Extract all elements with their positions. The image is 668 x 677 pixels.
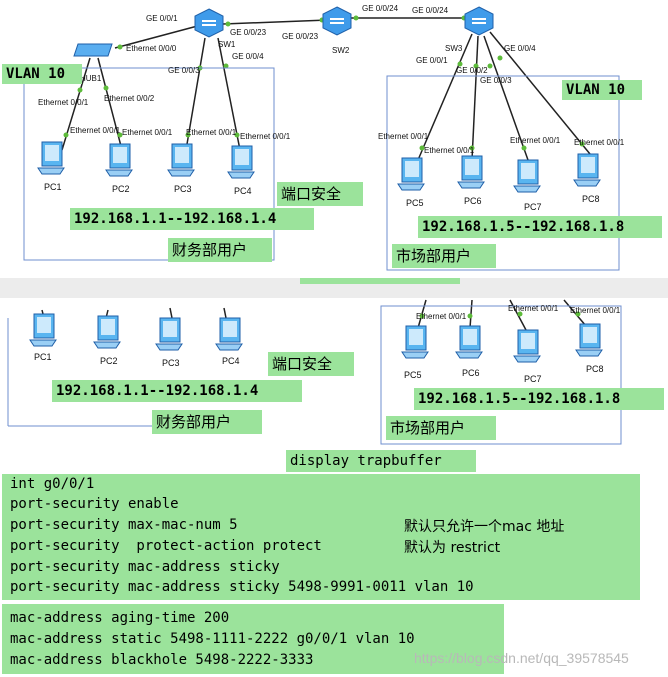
command-line: port-security mac-address sticky 5498-99…	[10, 579, 474, 595]
pc6-label: PC6	[462, 368, 480, 378]
command-title: display trapbuffer	[286, 450, 476, 472]
pc4-icon	[226, 144, 256, 180]
port-label: Ethernet 0/0/1	[416, 312, 467, 321]
port-label: Ethernet 0/0/1	[510, 136, 561, 145]
watermark: https://blog.csdn.net/qq_39578545	[414, 650, 629, 666]
port-label: GE 0/0/1	[416, 56, 448, 65]
port-label: Ethernet 0/0/2	[104, 94, 155, 103]
command-line: mac-address blackhole 5498-2222-3333	[10, 652, 314, 668]
pc8-icon	[574, 322, 604, 358]
port-label: GE 0/0/24	[412, 6, 449, 15]
pc6-label: PC6	[464, 196, 482, 206]
command-line: mac-address static 5498-1111-2222 g0/0/1…	[10, 631, 415, 647]
pc7-label: PC7	[524, 374, 542, 384]
port-label: GE 0/0/2	[456, 66, 488, 75]
pc8-icon	[572, 152, 602, 188]
pc2-icon	[104, 142, 134, 178]
port-label: Ethernet 0/0/1	[38, 98, 89, 107]
port-label: Ethernet 0/0/1	[70, 126, 121, 135]
port-label: GE 0/0/3	[480, 76, 512, 85]
pc7-icon	[512, 328, 542, 364]
hub-label: HUB1	[80, 74, 102, 83]
port-label: GE 0/0/23	[282, 32, 319, 41]
pc6-icon	[456, 154, 486, 190]
port-label: Ethernet 0/0/1	[574, 138, 625, 147]
pc1-label: PC1	[34, 352, 52, 362]
pc3-icon	[154, 316, 184, 352]
ip-range-right: 192.168.1.5--192.168.1.8	[414, 388, 664, 410]
ip-range-right: 192.168.1.5--192.168.1.8	[418, 216, 662, 238]
command-line: port-security max-mac-num 5	[10, 517, 238, 533]
group-label-right: 市场部用户	[386, 416, 496, 440]
topology-panel-bottom: Ethernet 0/0/1 Ethernet 0/0/1 Ethernet 0…	[0, 298, 668, 677]
port-label: GE 0/0/23	[230, 28, 267, 37]
port-label: GE 0/0/4	[232, 52, 264, 61]
pc8-label: PC8	[582, 194, 600, 204]
ip-range-left: 192.168.1.1--192.168.1.4	[70, 208, 314, 230]
group-label-left: 财务部用户	[168, 238, 272, 262]
note-restrict: 默认为 restrict	[404, 540, 501, 556]
pc5-label: PC5	[406, 198, 424, 208]
command-line: port-security enable	[10, 496, 179, 512]
group-label-right: 市场部用户	[392, 244, 496, 268]
pc5-label: PC5	[404, 370, 422, 380]
port-label: Ethernet 0/0/1	[122, 128, 173, 137]
port-label: Ethernet 0/0/1	[508, 304, 559, 313]
topology-links	[23, 15, 620, 271]
sw2-switch-icon	[322, 6, 352, 36]
pc7-icon	[512, 158, 542, 194]
pc2-label: PC2	[100, 356, 118, 366]
group-label-left: 财务部用户	[152, 410, 262, 434]
sw1-label: SW1	[218, 40, 236, 49]
command-block-1: int g0/0/1 port-security enable port-sec…	[2, 474, 640, 600]
divider-accent	[300, 278, 460, 284]
command-line: port-security protect-action protect	[10, 538, 322, 554]
pc1-icon	[36, 140, 66, 176]
port-label: GE 0/0/4	[504, 44, 536, 53]
pc7-label: PC7	[524, 202, 542, 212]
ip-range-left: 192.168.1.1--192.168.1.4	[52, 380, 302, 402]
pc4-icon	[214, 316, 244, 352]
port-security-label: 端口安全	[268, 352, 354, 376]
pc1-label: PC1	[44, 182, 62, 192]
topology-panel-top: SW1 SW2 SW3 HUB1 GE 0/0/1 Ethernet 0/0/0…	[0, 0, 668, 278]
note-max-mac: 默认只允许一个mac 地址	[404, 519, 565, 535]
pc4-label: PC4	[234, 186, 252, 196]
panel-divider	[0, 278, 668, 298]
command-line: mac-address aging-time 200	[10, 610, 230, 626]
pc1-icon	[28, 312, 58, 348]
port-label: Ethernet 0/0/1	[186, 128, 237, 137]
pc4-label: PC4	[222, 356, 240, 366]
pc3-icon	[166, 142, 196, 178]
pc2-icon	[92, 314, 122, 350]
hub-icon	[72, 42, 114, 58]
port-security-label: 端口安全	[277, 182, 363, 206]
pc3-label: PC3	[174, 184, 192, 194]
port-label: GE 0/0/3	[168, 66, 200, 75]
port-label: GE 0/0/24	[362, 4, 399, 13]
port-label: Ethernet 0/0/1	[240, 132, 291, 141]
sw2-label: SW2	[332, 46, 350, 55]
port-label: Ethernet 0/0/1	[424, 146, 475, 155]
pc8-label: PC8	[586, 364, 604, 374]
pc5-icon	[396, 156, 426, 192]
sw3-label: SW3	[445, 44, 463, 53]
command-block-2: mac-address aging-time 200 mac-address s…	[2, 604, 504, 674]
pc2-label: PC2	[112, 184, 130, 194]
port-label: GE 0/0/1	[146, 14, 178, 23]
sw3-switch-icon	[464, 6, 494, 36]
command-line: port-security mac-address sticky	[10, 559, 280, 575]
pc3-label: PC3	[162, 358, 180, 368]
port-label: Ethernet 0/0/0	[126, 44, 177, 53]
pc5-icon	[400, 324, 430, 360]
vlan-label-right: VLAN 10	[562, 80, 642, 100]
sw1-switch-icon	[194, 8, 224, 38]
port-label: Ethernet 0/0/1	[570, 306, 621, 315]
command-line: int g0/0/1	[10, 476, 95, 492]
pc6-icon	[454, 324, 484, 360]
port-label: Ethernet 0/0/1	[378, 132, 429, 141]
vlan-label-left: VLAN 10	[2, 64, 82, 84]
